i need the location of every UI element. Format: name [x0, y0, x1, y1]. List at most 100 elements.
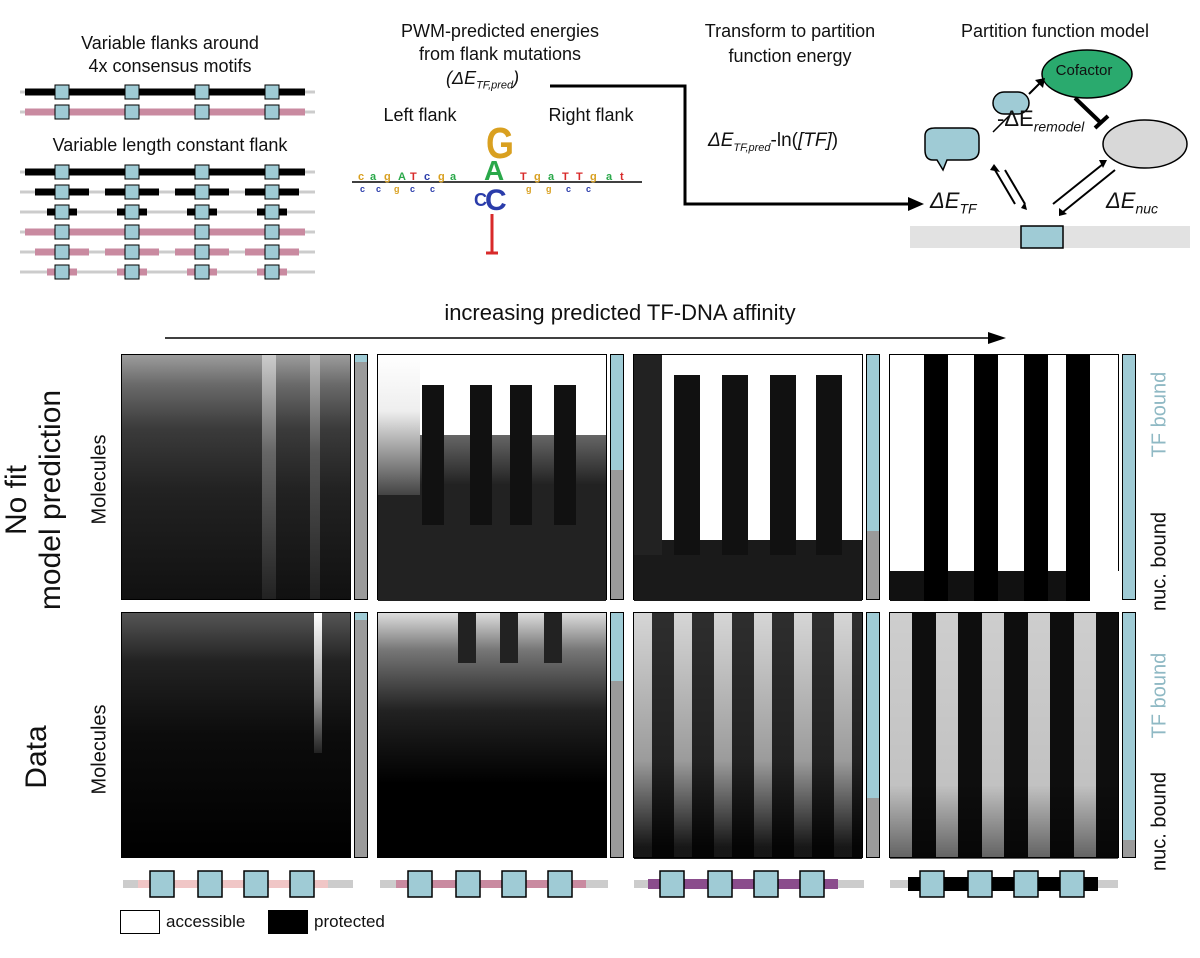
model-tf-bound-label: TF bound [1148, 371, 1171, 458]
data-nuc-bound-fraction-3 [867, 798, 879, 857]
construct-purple [634, 870, 864, 898]
model-heatmap-1 [121, 354, 351, 600]
pwm-energy-label: (ΔETF,pred) [446, 68, 520, 92]
svg-text:a: a [548, 171, 555, 183]
tf-activation-domain [992, 91, 1030, 115]
panel1-title2: Variable length constant flank [52, 135, 288, 155]
model-tf-bound-fraction-2 [611, 355, 623, 470]
panel4-title: Partition function model [960, 21, 1150, 41]
data-nuc-bound-fraction-4 [1123, 839, 1135, 857]
construct-pink [380, 870, 608, 898]
svg-text:g: g [534, 171, 541, 183]
data-tf-bound-label: TF bound [1148, 652, 1171, 739]
svg-text:a: a [370, 171, 377, 183]
svg-text:a: a [606, 171, 613, 183]
logo-letter-c-small: C [474, 190, 487, 210]
data-state-bar-3 [866, 612, 880, 858]
data-state-bar-2 [610, 612, 624, 858]
model-nuc-bound-fraction-3 [867, 530, 879, 599]
panel1-title-line2: 4x consensus motifs [88, 56, 252, 76]
svg-text:g: g [384, 171, 391, 183]
svg-text:g: g [394, 184, 400, 194]
svg-text:T: T [520, 171, 527, 183]
svg-text:c: c [358, 171, 364, 183]
right-flank-label: Right flank [548, 105, 634, 125]
model-heatmap-4 [889, 354, 1120, 601]
svg-text:c: c [566, 184, 571, 194]
svg-text:c: c [586, 184, 591, 194]
svg-text:A: A [398, 171, 406, 183]
svg-text:c: c [430, 184, 435, 194]
construct-black-flank [20, 84, 315, 100]
model-molecules-label: Molecules [88, 434, 111, 525]
model-state-bar-3 [866, 354, 880, 600]
cofactor-label: Cofactor [1055, 62, 1113, 79]
left-flank-label: Left flank [383, 105, 457, 125]
legend-accessible-label: accessible [166, 912, 246, 931]
data-heatmap-2 [377, 612, 607, 858]
svg-text:a: a [450, 171, 457, 183]
panel2-title-line2: from flank mutations [418, 44, 582, 64]
tf-energy-label: ΔETF [930, 188, 977, 217]
svg-text:g: g [546, 184, 552, 194]
cofactor-shape [1041, 49, 1133, 99]
legend-protected-swatch [268, 910, 308, 934]
model-heatmap-2 [377, 354, 607, 601]
model-state-bar-4 [1122, 354, 1136, 600]
panel2-title-line1: PWM-predicted energies [400, 21, 600, 41]
svg-text:g: g [590, 171, 597, 183]
tf-dbd-shape [924, 127, 980, 172]
panel3-title-line1: Transform to partition [704, 21, 876, 41]
data-row-label: Data [20, 725, 53, 789]
model-heatmap-3 [633, 354, 863, 601]
constant-flank-constructs [20, 164, 315, 280]
data-heatmap-1 [121, 612, 351, 858]
data-molecules-label: Molecules [88, 704, 111, 795]
model-row-label: No fit model prediction [0, 389, 67, 611]
svg-text:T: T [410, 171, 417, 183]
logo-letter-g: G [486, 120, 514, 168]
affinity-label: increasing predicted TF-DNA affinity [444, 300, 796, 325]
data-nuc-bound-fraction-2 [611, 681, 623, 857]
model-tf-bound-fraction-1 [355, 355, 367, 363]
svg-text:g: g [526, 184, 532, 194]
construct-schematics [123, 870, 1118, 898]
construct-pink-flank [20, 104, 315, 120]
svg-text:c: c [376, 184, 381, 194]
model-tf-bound-fraction-4 [1123, 355, 1135, 599]
panel1-title-line1: Variable flanks around [81, 33, 259, 53]
svg-text:T: T [562, 171, 569, 183]
data-heatmap-3 [633, 612, 863, 859]
legend-protected-label: protected [314, 912, 385, 931]
model-nuc-bound-fraction-1 [355, 362, 367, 599]
logo-letter-c-large: C [485, 184, 507, 217]
svg-text:c: c [360, 184, 365, 194]
panel3-title-line2: function energy [728, 46, 852, 66]
partition-energy-formula: ΔETF,pred-ln([TF]) [708, 130, 839, 154]
data-tf-bound-fraction-2 [611, 613, 623, 682]
svg-text:c: c [410, 184, 415, 194]
remodel-energy-label: -ΔEremodel [997, 106, 1085, 135]
nuc-energy-label: ΔEnuc [1106, 188, 1159, 217]
data-nuc-bound-label: nuc. bound [1148, 772, 1171, 871]
construct-light-pink [123, 870, 353, 898]
logo-letter-t [486, 214, 498, 255]
data-heatmap-4 [889, 612, 1119, 859]
model-nuc-bound-fraction-2 [611, 469, 623, 599]
data-nuc-bound-fraction-1 [355, 620, 367, 857]
partition-function-diagram [910, 49, 1190, 249]
data-state-bar-4 [1122, 612, 1136, 858]
svg-text:T: T [576, 171, 583, 183]
svg-text:g: g [438, 171, 445, 183]
tf-binding-site [1020, 225, 1064, 249]
energy-flow-arrow [550, 84, 924, 211]
model-tf-bound-fraction-3 [867, 355, 879, 531]
svg-text:c: c [424, 171, 430, 183]
logo-letter-a: A [484, 155, 504, 186]
model-state-bar-2 [610, 354, 624, 600]
model-nuc-bound-label: nuc. bound [1148, 512, 1171, 611]
legend-accessible-swatch [120, 910, 160, 934]
variable-flank-constructs [20, 84, 315, 120]
construct-black [890, 870, 1118, 898]
